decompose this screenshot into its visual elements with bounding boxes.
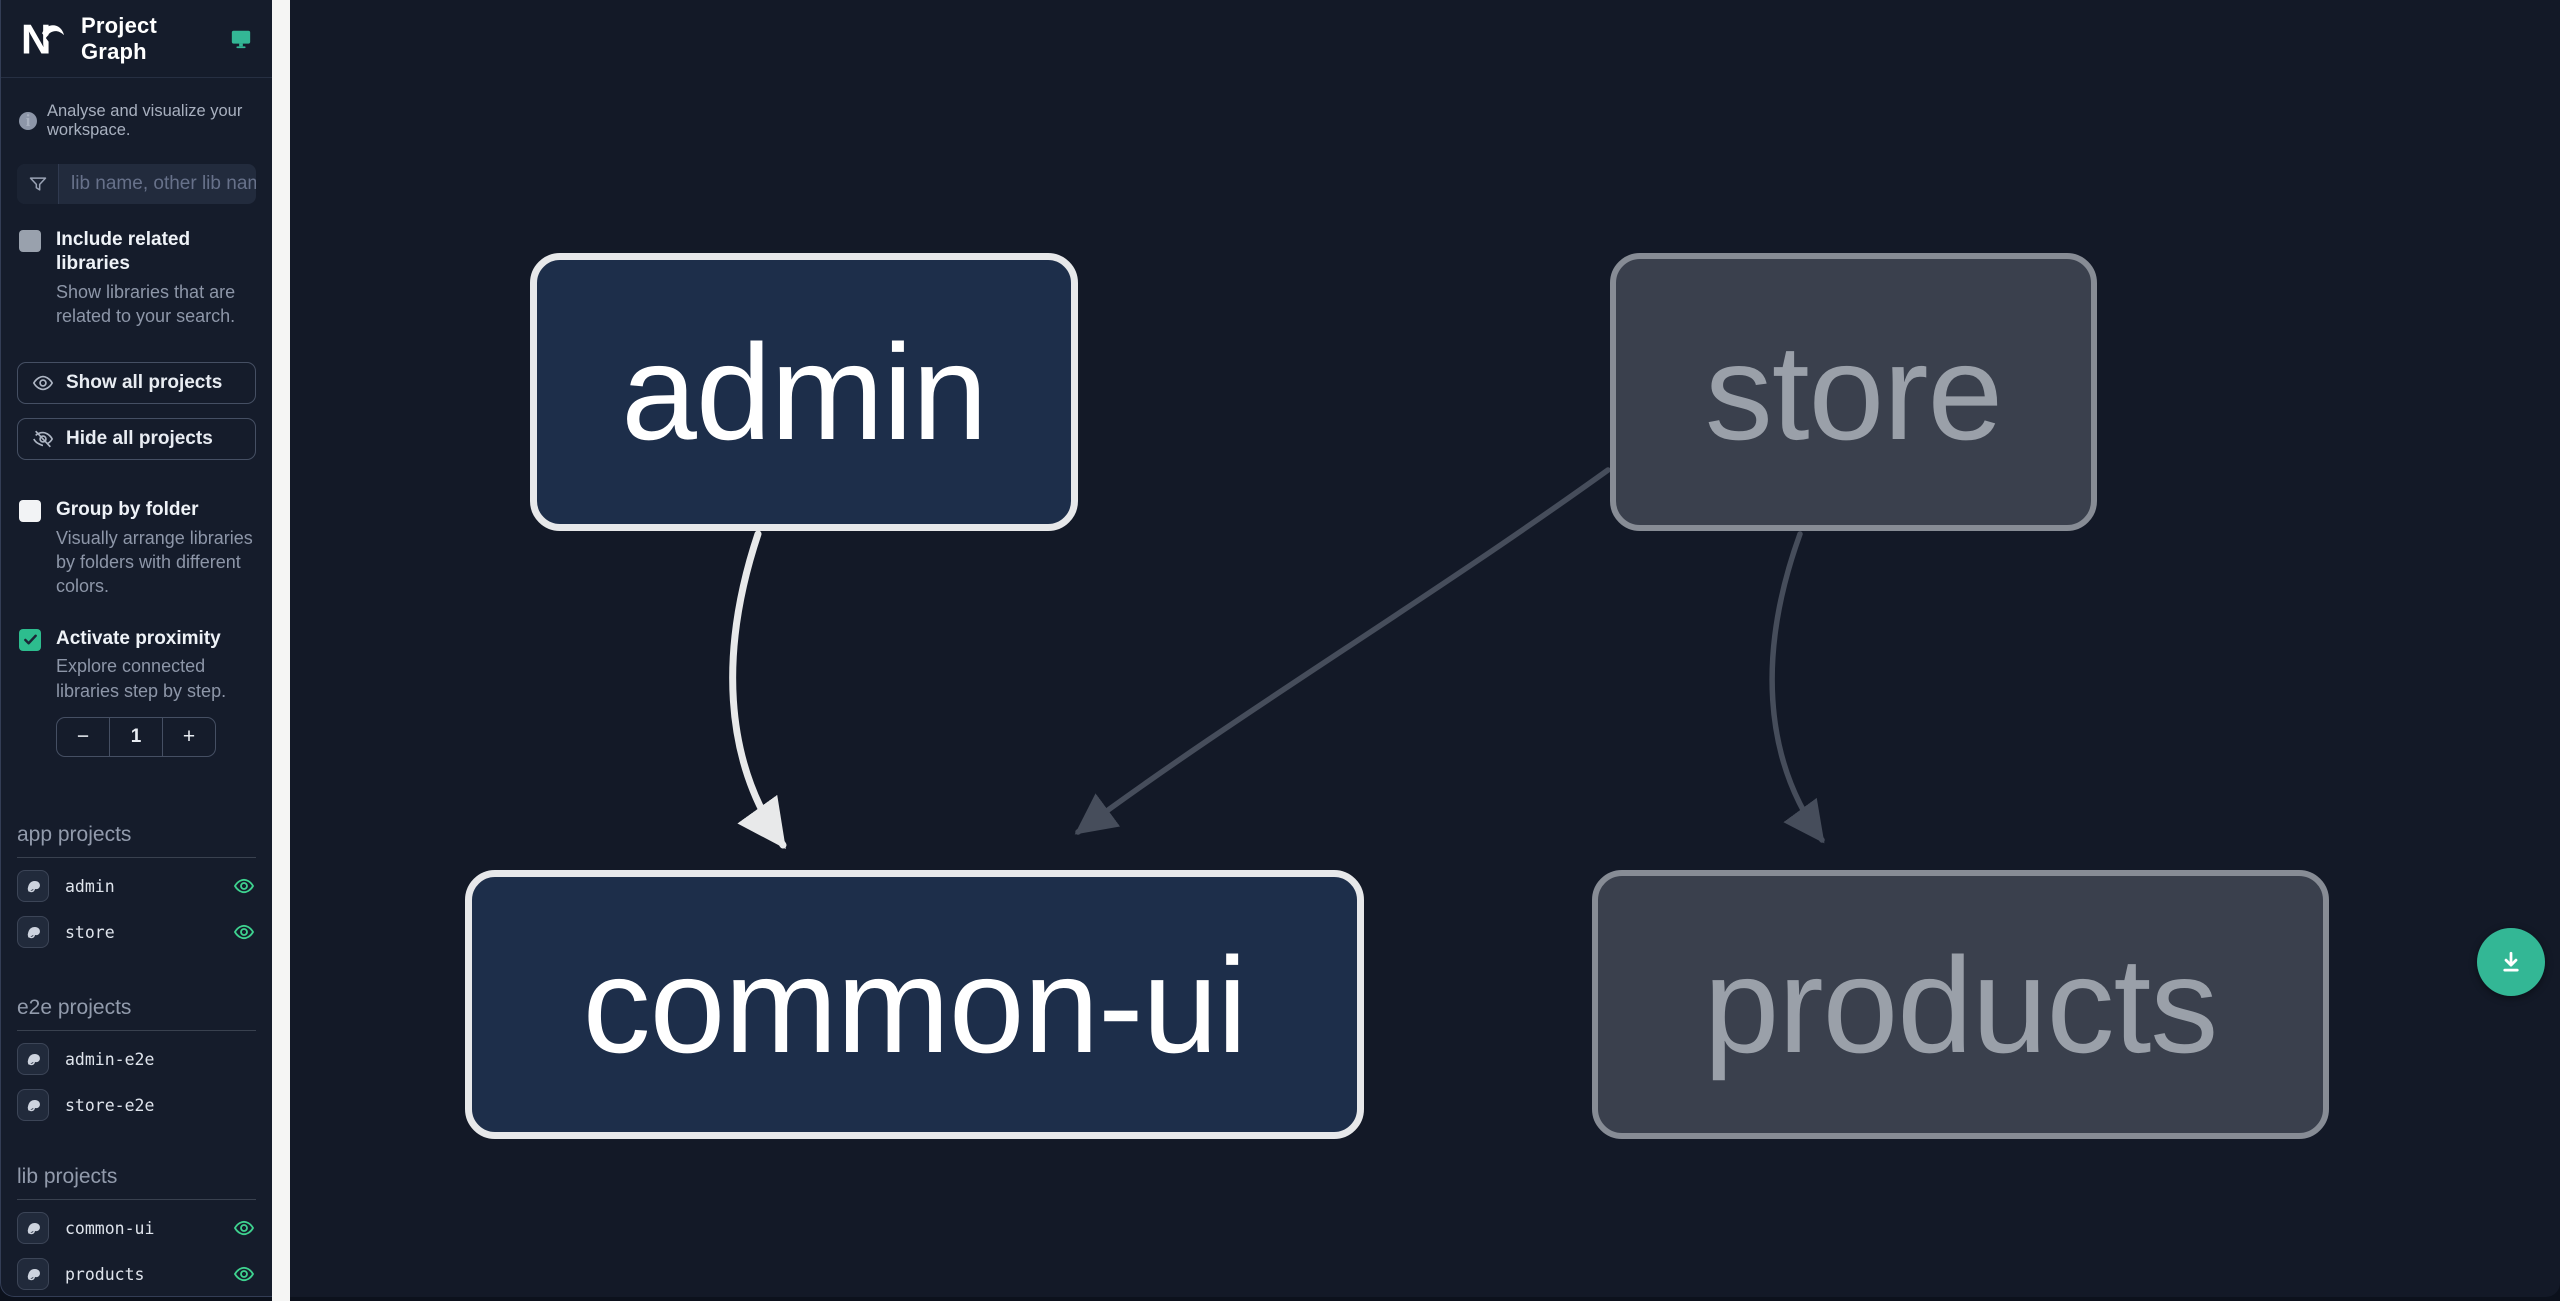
section-title-app-projects: app projects [17, 823, 256, 859]
graph-node-admin[interactable]: admin [530, 253, 1078, 531]
focus-project-icon [27, 1053, 40, 1065]
graph-canvas[interactable]: admin store common-ui products [290, 0, 2560, 1297]
search-input[interactable] [59, 164, 256, 204]
focus-project-icon [27, 1222, 40, 1234]
toggle-visibility-button[interactable] [232, 1216, 256, 1240]
focus-project-icon [27, 1268, 40, 1280]
project-name[interactable]: store-e2e [65, 1095, 155, 1115]
workspace-subtitle-row: i Analyse and visualize your workspace. [1, 78, 272, 140]
proximity-increment-button[interactable]: + [162, 718, 215, 757]
eye-icon [233, 878, 255, 894]
page-title: Project Graph [81, 12, 157, 64]
eye-placeholder [232, 1093, 256, 1117]
checkmark-icon [23, 634, 37, 645]
eye-icon [233, 1220, 255, 1236]
focus-project-button[interactable] [17, 870, 49, 903]
search-box [17, 164, 256, 204]
workspace-subtitle: Analyse and visualize your workspace. [47, 102, 243, 139]
toggle-visibility-button[interactable] [232, 1262, 256, 1286]
hide-all-projects-button[interactable]: Hide all projects [17, 418, 256, 461]
project-row-store: store [17, 914, 256, 950]
node-label: common-ui [582, 928, 1248, 1081]
focus-project-button[interactable] [17, 1089, 49, 1122]
project-row-products: products [17, 1256, 256, 1292]
toggle-visibility-button[interactable] [232, 920, 256, 944]
focus-project-button[interactable] [17, 1043, 49, 1076]
show-all-projects-label: Show all projects [66, 372, 223, 394]
focus-project-button[interactable] [17, 916, 49, 949]
focus-project-icon [27, 880, 40, 892]
edge-store-to-products[interactable] [1769, 531, 1825, 844]
project-row-admin: admin [17, 868, 256, 904]
show-all-projects-button[interactable]: Show all projects [17, 362, 256, 405]
graph-edges [729, 467, 1825, 849]
option-label: Include related libraries [56, 229, 191, 274]
option-activate-proximity[interactable]: Activate proximity Explore connected lib… [1, 627, 272, 703]
option-label: Group by folder [56, 499, 199, 521]
focus-project-icon [27, 926, 40, 938]
project-row-common-ui: common-ui [17, 1210, 256, 1246]
graph-node-common-ui[interactable]: common-ui [465, 870, 1364, 1139]
node-label: admin [621, 316, 987, 468]
project-row-admin-e2e: admin-e2e [17, 1041, 256, 1077]
eye-icon [32, 375, 54, 391]
sidebar-resize-handle[interactable] [272, 0, 290, 1301]
proximity-decrement-button[interactable]: − [57, 718, 109, 756]
eye-placeholder [232, 1047, 256, 1071]
focus-project-button[interactable] [17, 1258, 49, 1291]
node-label: store [1704, 316, 2003, 468]
edge-store-to-common-ui[interactable] [1074, 467, 1611, 835]
activate-proximity-checkbox[interactable] [19, 628, 41, 651]
eye-off-icon [33, 430, 54, 448]
monitor-icon [230, 28, 252, 50]
hide-all-projects-label: Hide all projects [66, 428, 213, 450]
svg-text:N: N [21, 17, 51, 61]
proximity-stepper: − 1 + [56, 717, 216, 758]
section-title-e2e-projects: e2e projects [17, 996, 256, 1032]
edge-admin-to-common-ui[interactable] [729, 530, 787, 849]
filter-funnel-icon [17, 164, 59, 204]
app-header: N Project Graph [1, 0, 272, 78]
eye-icon [233, 1266, 255, 1282]
focus-project-button[interactable] [17, 1212, 49, 1245]
node-label: products [1703, 928, 2219, 1081]
eye-icon [233, 924, 255, 940]
option-group-by-folder[interactable]: Group by folder Visually arrange librari… [1, 498, 272, 599]
focus-project-icon [27, 1099, 40, 1111]
option-include-related[interactable]: Include related libraries Show libraries… [1, 228, 272, 328]
option-description: Visually arrange libraries by folders wi… [56, 527, 253, 597]
download-image-button[interactable] [2477, 928, 2545, 996]
sidebar: N Project Graph i Analyse and visualize … [0, 0, 272, 1297]
toggle-visibility-button[interactable] [232, 874, 256, 898]
nx-logo: N [21, 17, 65, 61]
project-name[interactable]: admin-e2e [65, 1049, 155, 1069]
project-name[interactable]: common-ui [65, 1218, 155, 1238]
download-icon [2503, 951, 2519, 972]
project-name[interactable]: store [65, 922, 115, 942]
proximity-value: 1 [109, 718, 162, 757]
project-name[interactable]: products [65, 1264, 145, 1284]
group-by-folder-checkbox[interactable] [19, 500, 41, 523]
graph-node-products[interactable]: products [1592, 870, 2329, 1139]
option-label: Activate proximity [56, 627, 221, 649]
graph-node-store[interactable]: store [1610, 253, 2097, 531]
include-related-checkbox[interactable] [19, 230, 41, 252]
project-name[interactable]: admin [65, 876, 115, 896]
info-icon: i [19, 111, 37, 130]
project-row-store-e2e: store-e2e [17, 1087, 256, 1123]
section-title-lib-projects: lib projects [17, 1165, 256, 1201]
option-description: Show libraries that are related to your … [56, 281, 236, 326]
option-description: Explore connected libraries step by step… [56, 656, 227, 701]
